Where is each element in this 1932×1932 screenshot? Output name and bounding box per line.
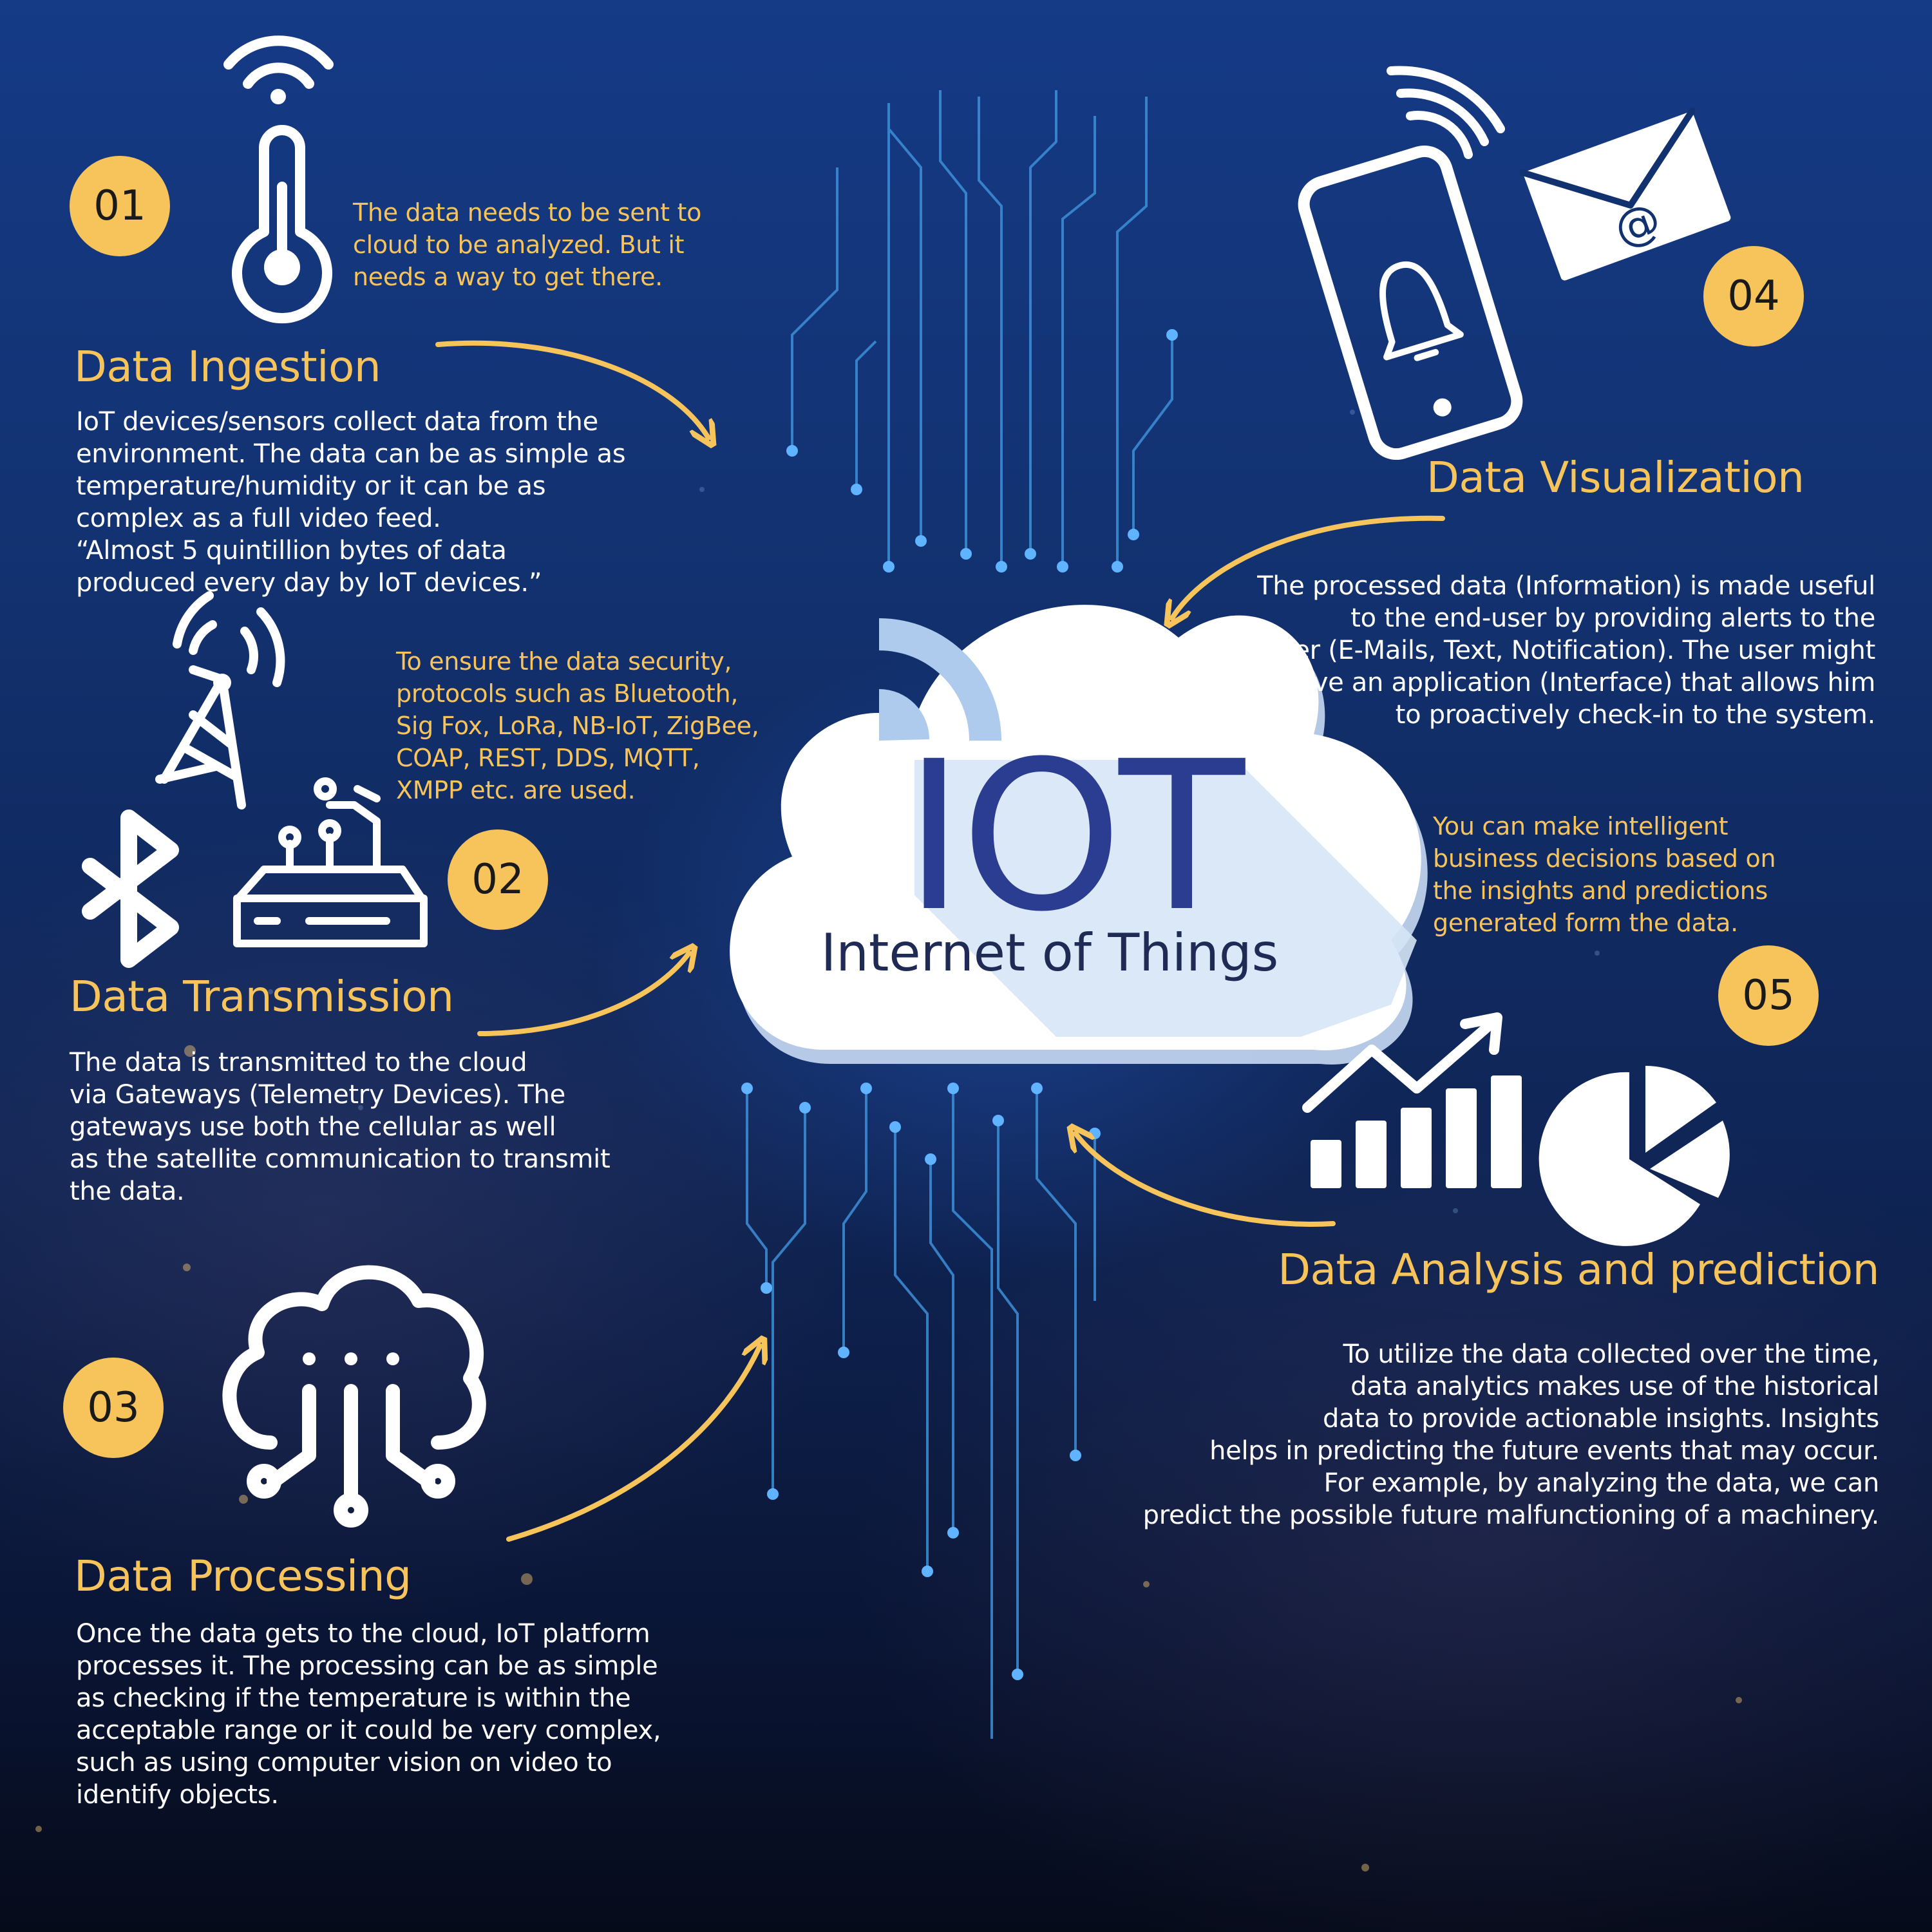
thermometer-icon	[232, 125, 332, 324]
step-body: Once the data gets to the cloud, IoT pla…	[76, 1619, 661, 1810]
step-heading: Data Analysis and prediction	[1278, 1245, 1879, 1294]
step-number-badge: 02	[448, 829, 548, 930]
wifi-icon	[223, 35, 334, 104]
cloud-subtitle: Internet of Things	[820, 923, 1279, 983]
arrow-ingestion	[435, 340, 708, 438]
smartphone-bell-icon	[1298, 66, 1523, 460]
step-note: You can make intelligent business decisi…	[1433, 812, 1776, 937]
bar-chart-trend-icon	[1302, 1012, 1522, 1188]
step-body: IoT devices/sensors collect data from th…	[76, 407, 626, 598]
arrow-analysis	[1075, 1133, 1336, 1227]
step-heading: Data Ingestion	[74, 342, 381, 392]
step-number-badge: 03	[63, 1358, 164, 1458]
step-heading: Data Visualization	[1426, 453, 1804, 502]
arrow-transmission	[477, 953, 689, 1036]
antenna-tower-icon	[155, 591, 285, 810]
step-number-badge: 01	[70, 156, 170, 256]
arrow-processing	[506, 1346, 760, 1542]
step-body: To utilize the data collected over the t…	[1142, 1340, 1880, 1530]
step-number-badge: 05	[1718, 945, 1819, 1046]
step-number-badge: 04	[1703, 246, 1804, 346]
gateway-router-icon	[233, 777, 428, 947]
cloud-title: IOT	[904, 717, 1245, 957]
wifi-signal-icon	[879, 618, 1001, 741]
step-note: The data needs to be sent to cloud to be…	[353, 198, 702, 291]
step-body: The data is transmitted to the cloud via…	[70, 1048, 611, 1206]
step-heading: Data Processing	[74, 1551, 412, 1601]
cloud-circuit-icon	[222, 1265, 486, 1528]
bluetooth-icon	[82, 810, 179, 968]
email-envelope-icon: @	[1519, 108, 1731, 281]
arrow-visualization	[1172, 515, 1445, 618]
step-body: The processed data (Information) is made…	[1257, 571, 1875, 730]
pie-chart-icon	[1539, 1066, 1730, 1246]
step-heading: Data Transmission	[70, 972, 454, 1021]
step-note: To ensure the data security, protocols s…	[396, 647, 759, 804]
